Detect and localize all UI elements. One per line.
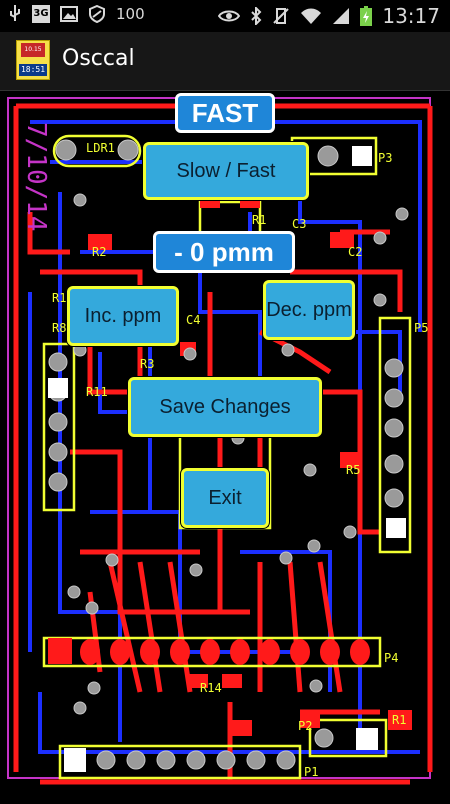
pcb-label-r8: R8	[52, 321, 66, 335]
status-time: 13:17	[382, 4, 440, 28]
pcb-label-r11: R11	[86, 385, 108, 399]
pcb-label-r1: R1	[252, 213, 266, 227]
dec-ppm-button[interactable]: Dec. ppm	[263, 280, 355, 340]
pcb-label-p4: P4	[384, 651, 398, 665]
wifi-icon	[300, 7, 322, 25]
pcb-label-r1-bottom: R1	[392, 713, 406, 727]
pcb-label-c4: C4	[186, 313, 200, 327]
pcb-label-r14: R14	[200, 681, 222, 695]
pcb-graphic: LDR1 P3 R1 C3 R2 C2 R10 R8 C4 P5 R11 R3 …	[0, 92, 450, 800]
bluetooth-icon	[250, 5, 262, 27]
pcb-label-r3: R3	[140, 357, 154, 371]
pcb-date-text: 7/10/14	[21, 122, 51, 232]
pcb-label-p3: P3	[378, 151, 392, 165]
status-left: 3G 100	[8, 4, 145, 24]
pcb-label-p2: P2	[298, 719, 312, 733]
pcb-label-c3: C3	[292, 217, 306, 231]
pcb-label-c2: C2	[348, 245, 362, 259]
slow-fast-button[interactable]: Slow / Fast	[143, 142, 309, 200]
pcb-label-r2: R2	[92, 245, 106, 259]
action-bar: 10.15 18:51 Osccal	[0, 32, 450, 91]
status-bar: 3G 100 13:17	[0, 0, 450, 32]
ppm-value-display: - 0 pmm	[153, 231, 295, 273]
vibrate-off-icon	[272, 7, 290, 25]
signal-icon	[332, 7, 350, 25]
app-icon[interactable]: 10.15 18:51	[16, 40, 50, 80]
app-icon-clock: 18:51	[19, 64, 47, 76]
status-right: 13:17	[218, 4, 440, 28]
mode-label: FAST	[175, 93, 275, 133]
pcb-label-r5: R5	[346, 463, 360, 477]
save-changes-button[interactable]: Save Changes	[128, 377, 322, 437]
inc-ppm-button[interactable]: Inc. ppm	[67, 286, 179, 346]
usb-icon	[8, 5, 22, 23]
battery-icon	[360, 6, 373, 26]
pcb-label-ldr1: LDR1	[86, 141, 115, 155]
battery-percentage: 100	[116, 5, 145, 23]
exit-button[interactable]: Exit	[181, 468, 269, 528]
pcb-label-p5: P5	[414, 321, 428, 335]
app-icon-top: 10.15	[21, 43, 45, 57]
eye-icon	[218, 8, 241, 24]
pcb-label-p1: P1	[304, 765, 318, 779]
app-title: Osccal	[62, 46, 135, 71]
shield-icon	[88, 4, 106, 24]
pcb-background: LDR1 P3 R1 C3 R2 C2 R10 R8 C4 P5 R11 R3 …	[0, 92, 450, 800]
sim-3g-icon: 3G	[32, 5, 50, 23]
image-icon	[60, 5, 78, 23]
